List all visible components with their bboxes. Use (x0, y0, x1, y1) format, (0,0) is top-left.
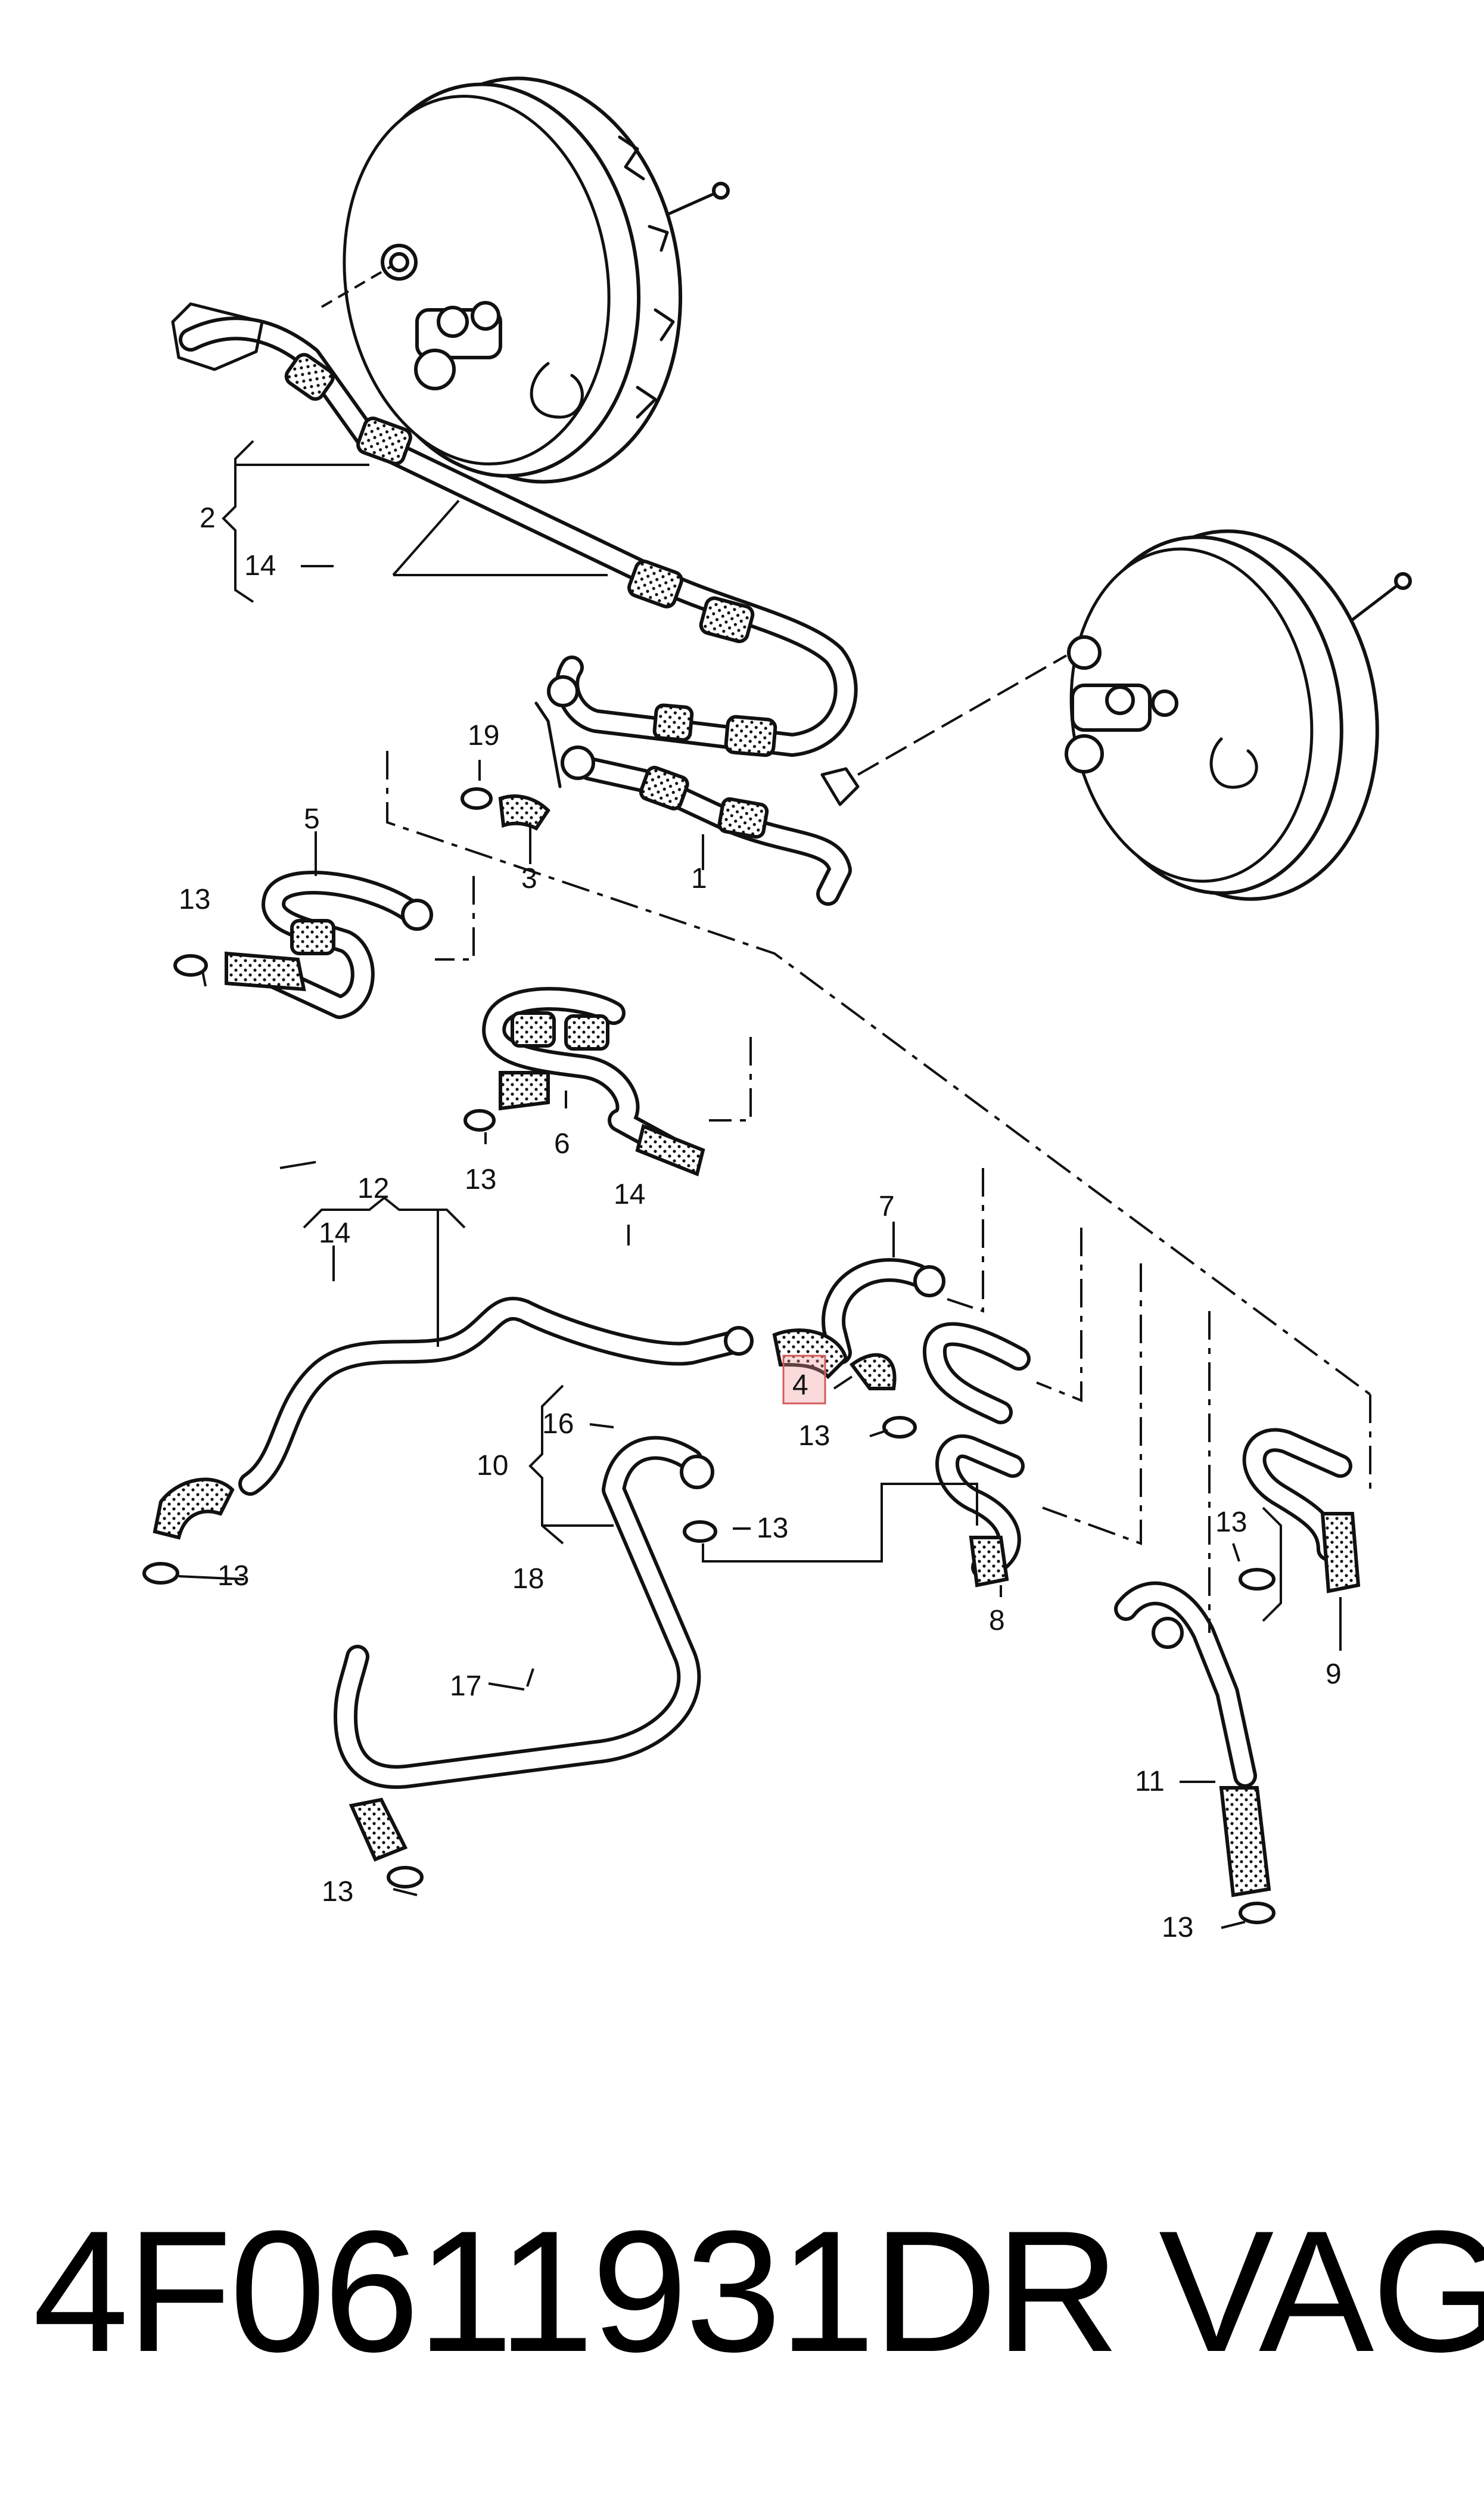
vacuum-line-top (171, 264, 858, 757)
hose-10 (334, 1436, 717, 1889)
callout-13-a: 13 (179, 884, 210, 915)
callout-13-c: 13 (798, 1420, 830, 1452)
vacuum-line-1 (547, 654, 1067, 906)
callout-13-f: 13 (1215, 1507, 1247, 1538)
callout-12: 12 (357, 1173, 389, 1204)
callout-3: 3 (521, 863, 537, 894)
hose-4-7 (772, 1258, 1031, 1439)
callout-6: 6 (554, 1128, 570, 1160)
callout-5: 5 (304, 803, 320, 835)
part-number: 4F0611931DR (33, 2195, 1120, 2388)
hose-12 (142, 1297, 754, 1585)
callout-14-a: 14 (244, 550, 276, 582)
callout-16: 16 (542, 1408, 574, 1440)
callout-11: 11 (1135, 1766, 1165, 1797)
hose-8 (935, 1434, 1025, 1588)
callout-13-h: 13 (1162, 1912, 1193, 1943)
callout-2: 2 (200, 502, 216, 534)
callout-1: 1 (691, 863, 707, 894)
callout-14-b: 14 (319, 1217, 350, 1249)
brackets (222, 440, 1282, 1622)
hose-11 (1114, 1581, 1275, 1924)
callout-leaders (178, 565, 1342, 1929)
callout-9: 9 (1326, 1658, 1342, 1690)
callout-13-b: 13 (465, 1164, 496, 1195)
callout-14-c: 14 (614, 1179, 645, 1210)
brand-name: VAG (1159, 2195, 1484, 2388)
callout-18: 18 (512, 1563, 544, 1595)
hose-6 (463, 987, 705, 1177)
callout-13-d: 13 (757, 1512, 788, 1544)
callout-13-g: 13 (322, 1876, 353, 1908)
callout-4: 4 (792, 1369, 808, 1401)
highlight-box (782, 1355, 826, 1405)
brake-booster-top (343, 76, 730, 484)
callout-7: 7 (879, 1191, 895, 1222)
callout-17: 17 (450, 1670, 481, 1702)
hose-5 (173, 871, 433, 1019)
callout-10: 10 (477, 1450, 508, 1481)
callout-19: 19 (468, 720, 499, 751)
hose-9 (1239, 1428, 1361, 1594)
callout-13-e: 13 (217, 1560, 249, 1592)
brake-booster-right (1065, 529, 1412, 901)
elbow-hose-3 (461, 701, 562, 831)
callout-labels: 1 2 3 4 5 6 7 8 9 10 11 12 13 13 13 13 1… (179, 502, 1342, 1943)
dashed-lines (386, 751, 1371, 1633)
callout-8: 8 (989, 1605, 1005, 1636)
